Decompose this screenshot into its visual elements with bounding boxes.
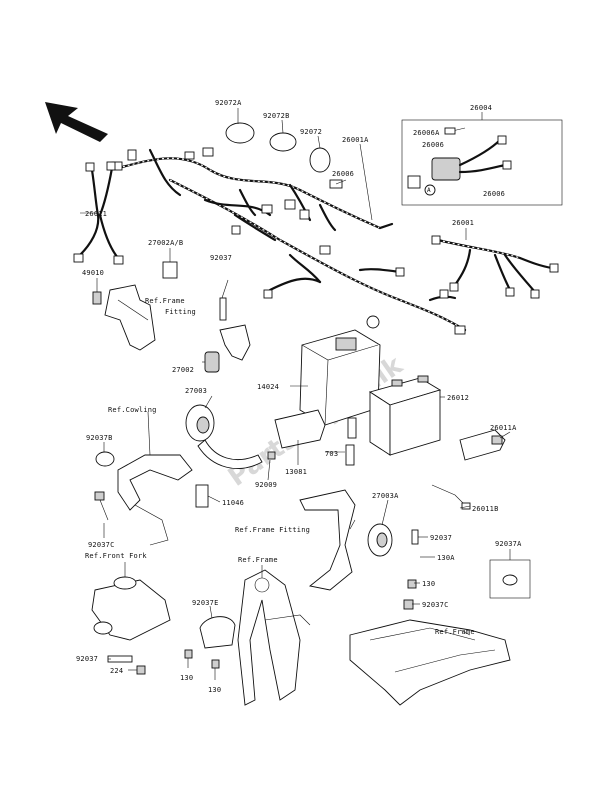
callout-92037E: 92037E [192,599,219,607]
callout-fitting-1: Fitting [165,308,196,316]
callout-26001A: 26001A [342,136,369,144]
callout-224: 224 [110,667,123,675]
callout-703: 703 [325,450,338,458]
front-fork-bracket [91,576,171,675]
callout-92037A: 92037A [495,540,522,548]
callout-92037B: 92037B [86,434,113,442]
callout-92037-c: 92037 [76,655,98,663]
callout-130-c: 130 [208,686,221,694]
callout-26011: 26011 [85,210,107,218]
callout-27003A: 27003A [372,492,399,500]
frame-center [237,569,311,706]
horn-27003 [185,404,263,469]
horn-27003A [299,489,419,591]
callout-11046: 11046 [222,499,244,507]
frame-rear [349,619,511,706]
callout-92072B: 92072B [263,112,290,120]
callout-ref-frame-1: Ref.Frame [145,297,185,305]
callout-27003: 27003 [185,387,207,395]
svg-text:A: A [427,187,431,194]
callout-ref-cowling: Ref.Cowling [108,406,157,414]
callout-ref-frame-fitting-2: Ref.Frame Fitting [235,526,310,534]
callout-130-a: 130 [422,580,435,588]
callout-26006-kit-a: 26006 [422,141,444,149]
sub-harness-26011 [73,161,124,265]
callout-26011A: 26011A [490,424,517,432]
callout-26004: 26004 [470,104,492,112]
callout-26011B: 26011B [472,505,499,513]
small-parts [184,429,531,669]
callout-130-b: 130 [180,674,193,682]
callout-92037C-b: 92037C [422,601,449,609]
callout-26006-kit-b: 26006 [483,190,505,198]
callout-92037-a: 92037 [210,254,232,262]
callout-49010: 49010 [82,269,104,277]
callout-26006-main: 26006 [332,170,354,178]
callout-26001: 26001 [452,219,474,227]
callout-13081: 13081 [285,468,307,476]
callout-92037-b: 92037 [430,534,452,542]
callout-92037C: 92037C [88,541,115,549]
battery-26012 [345,375,442,466]
clamps-92072 [225,122,343,189]
relay-kit-box: A [401,112,563,206]
callout-ref-front-fork: Ref.Front Fork [85,552,147,560]
left-bracket-cluster [92,261,251,373]
callout-26006A: 26006A [413,129,440,137]
callout-27002AB: 27002A/B [148,239,183,247]
callout-14024: 14024 [257,383,279,391]
circled-a-icon [424,184,436,196]
leader-lines [80,108,511,680]
callout-92009: 92009 [255,481,277,489]
harness-26001 [431,235,559,299]
callout-27002: 27002 [172,366,194,374]
direction-arrow-icon [45,102,108,142]
main-wiring-harness [111,147,467,335]
callout-130A: 130A [437,554,455,562]
callout-labels: 92072A 92072B 92072 26001A 26004 26006A … [76,99,522,694]
callout-92072: 92072 [300,128,322,136]
callout-ref-frame-center: Ref.Frame [238,556,278,564]
callout-26012: 26012 [447,394,469,402]
callout-92072A: 92072A [215,99,242,107]
callout-ref-frame-rear: Ref.Frame [435,628,475,636]
cowling-stay [94,451,209,546]
